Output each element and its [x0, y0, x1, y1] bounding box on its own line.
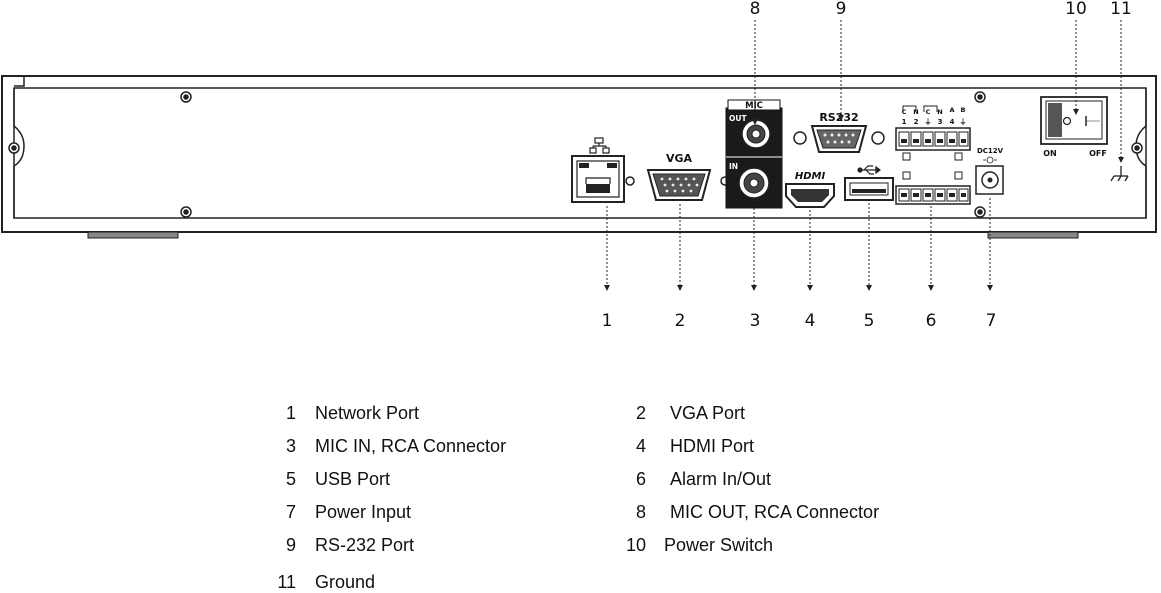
legend-text: MIC IN, RCA Connector — [315, 436, 507, 456]
alarm-bottom-label: 1 — [902, 118, 907, 126]
callout-10: 10 — [1065, 0, 1087, 19]
legend-item: 3 MIC IN, RCA Connector — [256, 435, 506, 457]
callout-3: 3 — [750, 311, 761, 331]
callout-9: 9 — [836, 0, 847, 19]
legend-text: Ground — [315, 572, 376, 592]
legend-item: 5 USB Port — [256, 468, 390, 490]
on-label: ON — [1043, 149, 1057, 158]
alarm-top-label: C — [926, 108, 931, 116]
callout-2: 2 — [675, 311, 686, 331]
alarm-bottom-label: 4 — [950, 118, 955, 126]
alarm-bottom-label: ⏚ — [960, 118, 967, 126]
callout-1: 1 — [602, 311, 613, 331]
usb-icon — [857, 165, 881, 175]
legend-text: Power Switch — [664, 535, 774, 555]
legend-item: 2 VGA Port — [606, 402, 745, 424]
vga-label: VGA — [666, 152, 693, 165]
legend-number: 6 — [635, 469, 646, 489]
legend-text: RS-232 Port — [315, 535, 415, 555]
mic-out-connector — [741, 119, 771, 149]
network-port — [571, 137, 625, 203]
mic-in-label: IN — [729, 162, 738, 171]
alarm-top-label: B — [961, 106, 966, 114]
mic-block: MIC MIC OUT IN — [725, 99, 783, 209]
legend-text: VGA Port — [670, 403, 746, 423]
legend-item: 1 Network Port — [256, 402, 419, 424]
legend-item: 10 Power Switch — [606, 534, 773, 556]
alarm-top-label: C — [902, 108, 907, 116]
hdmi-port: HDMI — [785, 171, 835, 208]
alarm-bottom-label: 3 — [938, 118, 943, 126]
mic-in-connector — [738, 167, 770, 199]
vga-port: VGA — [646, 152, 712, 201]
callout-4: 4 — [805, 311, 816, 331]
legend-number: 9 — [285, 535, 296, 555]
legend-item: 4 HDMI Port — [606, 435, 754, 457]
callout-numbers: 1 2 3 4 5 6 7 8 9 10 11 — [602, 0, 1132, 331]
hdmi-label: HDMI — [795, 171, 826, 182]
legend-number: 4 — [635, 436, 646, 456]
legend-text: Power Input — [315, 502, 412, 522]
network-icon — [589, 137, 610, 154]
legend-number: 2 — [635, 403, 646, 423]
legend-item: 6 Alarm In/Out — [606, 468, 771, 490]
power-switch: ON OFF — [1040, 96, 1108, 158]
dc-label: DC12V — [977, 147, 1004, 155]
legend-item: 7 Power Input — [256, 501, 411, 523]
off-label: OFF — [1089, 149, 1107, 158]
legend-number: 11 — [277, 572, 296, 592]
ground-icon — [1110, 166, 1129, 182]
callout-6: 6 — [926, 311, 937, 331]
mic-header: MIC — [745, 101, 763, 111]
legend-number: 5 — [285, 469, 296, 489]
alarm-top-label: N — [913, 108, 918, 116]
legend-number: 1 — [285, 403, 296, 423]
legend-text: USB Port — [315, 469, 391, 489]
legend-item: 11 Ground — [256, 571, 375, 593]
legend-number: 10 — [625, 535, 646, 555]
alarm-bottom-label: ⏚ — [925, 118, 932, 126]
mic-out-label: OUT — [729, 114, 747, 123]
legend-item: 8 MIC OUT, RCA Connector — [606, 501, 879, 523]
legend-number: 8 — [635, 502, 646, 522]
legend-number: 7 — [285, 502, 296, 522]
legend-text: Network Port — [315, 403, 420, 423]
legend-number: 3 — [285, 436, 296, 456]
alarm-bottom-label: 2 — [914, 118, 919, 126]
rs232-port: RS232 — [793, 111, 885, 153]
power-input: DC12V — [975, 147, 1004, 195]
legend-text: HDMI Port — [670, 436, 755, 456]
alarm-top-label: A — [949, 106, 954, 114]
alarm-top-label: N — [937, 108, 942, 116]
usb-port — [844, 165, 894, 201]
callout-11: 11 — [1110, 0, 1132, 19]
callout-5: 5 — [864, 311, 875, 331]
dc-polarity-icon — [983, 156, 997, 164]
legend-text: Alarm In/Out — [670, 469, 772, 489]
callout-7: 7 — [986, 311, 997, 331]
callout-8: 8 — [750, 0, 761, 19]
legend-item: 9 RS-232 Port — [256, 534, 414, 556]
legend-text: MIC OUT, RCA Connector — [670, 502, 880, 522]
leader-lines — [604, 20, 1124, 291]
